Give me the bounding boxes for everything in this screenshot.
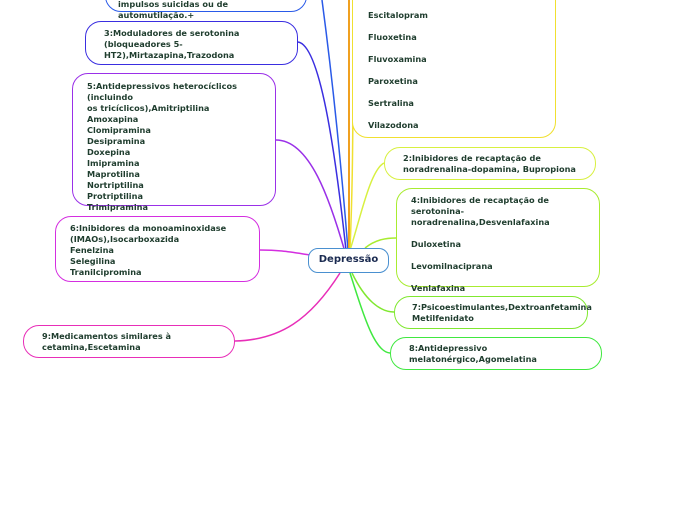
node-ndri[interactable]: 2:Inibidores de recaptação de noradrenal… bbox=[384, 147, 596, 180]
node-maoi[interactable]: 6:Inibidores da monoaminoxidase (IMAOs),… bbox=[55, 216, 260, 282]
link-4 bbox=[364, 237, 397, 249]
link-9 bbox=[234, 272, 341, 342]
link-3 bbox=[297, 41, 347, 251]
node-snri[interactable]: 4:Inibidores de recaptação de serotonina… bbox=[396, 188, 600, 293]
node-melatonergic[interactable]: 8:Antidepressivo melatonérgico,Agomelati… bbox=[390, 337, 602, 370]
link-7 bbox=[351, 272, 395, 313]
link-2 bbox=[349, 162, 385, 251]
node-suicidal-warning[interactable]: impulsos suicidas ou de automutilação.+ bbox=[105, 0, 307, 20]
link-8 bbox=[349, 272, 391, 354]
node-heterocyclic[interactable]: 5:Antidepressivos heterocíclicos (inclui… bbox=[72, 73, 276, 212]
central-topic[interactable]: Depressão bbox=[308, 248, 389, 273]
node-ketamine-like[interactable]: 9:Medicamentos similares à cetamina,Esce… bbox=[23, 325, 235, 358]
link-1 bbox=[321, 0, 349, 251]
node-ssri[interactable]: Escitalopram Fluoxetina Fluvoxamina Paro… bbox=[352, 0, 556, 138]
node-psychostimulants[interactable]: 7:Psicoestimulantes,Dextroanfetamina Met… bbox=[394, 296, 592, 329]
link-6 bbox=[259, 249, 311, 256]
link-5 bbox=[275, 139, 346, 253]
node-serotonin-modulators[interactable]: 3:Moduladores de serotonina (bloqueadore… bbox=[85, 21, 298, 65]
